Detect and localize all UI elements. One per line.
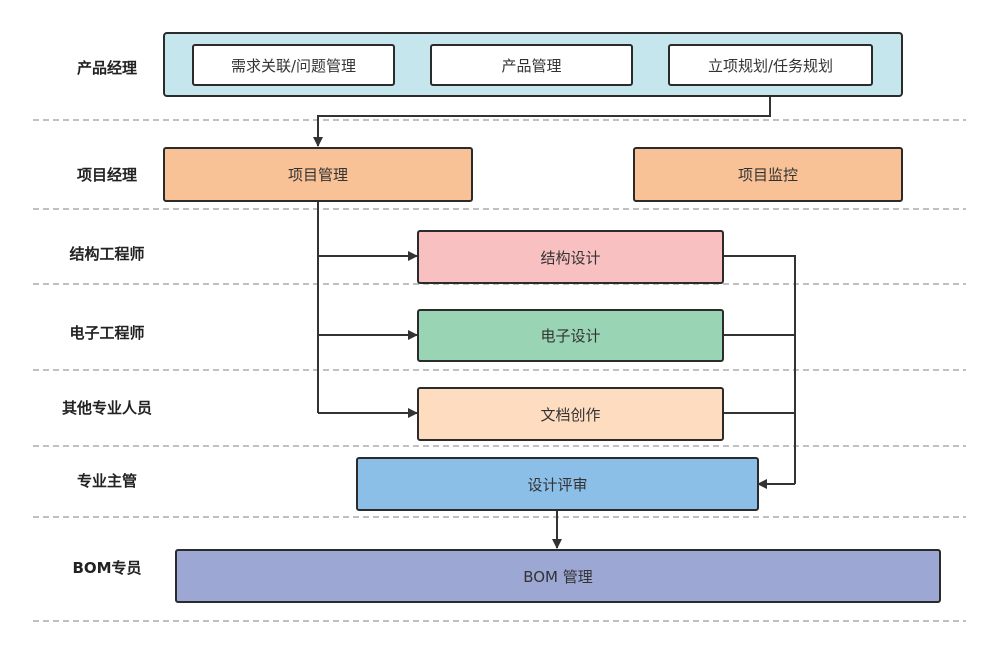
lane-label-bom-specialist: BOM专员	[72, 559, 142, 577]
lane-label-product-manager: 产品经理	[76, 59, 137, 77]
project-monitoring-node[interactable]: 项目监控	[633, 147, 903, 202]
lane-label-electronic-engineer: 电子工程师	[69, 324, 145, 342]
arrow-planning-to-project	[313, 86, 771, 147]
demand-issue-management-node[interactable]: 需求关联/问题管理	[192, 44, 395, 86]
bom-management-node[interactable]: BOM 管理	[175, 549, 941, 603]
lane-label-supervisor: 专业主管	[76, 472, 137, 490]
product-management-node[interactable]: 产品管理	[430, 44, 633, 86]
electronic-design-node[interactable]: 电子设计	[417, 309, 724, 362]
design-review-node[interactable]: 设计评审	[356, 457, 759, 511]
project-task-planning-node[interactable]: 立项规划/任务规划	[668, 44, 873, 86]
lane-label-other-specialists: 其他专业人员	[61, 399, 152, 417]
lane-label-structural-engineer: 结构工程师	[69, 245, 145, 263]
project-management-node[interactable]: 项目管理	[163, 147, 473, 202]
struct-to-review-line	[723, 255, 796, 484]
lane-label-project-manager: 项目经理	[76, 166, 137, 184]
structural-design-node[interactable]: 结构设计	[417, 230, 724, 284]
document-creation-node[interactable]: 文档创作	[417, 387, 724, 441]
